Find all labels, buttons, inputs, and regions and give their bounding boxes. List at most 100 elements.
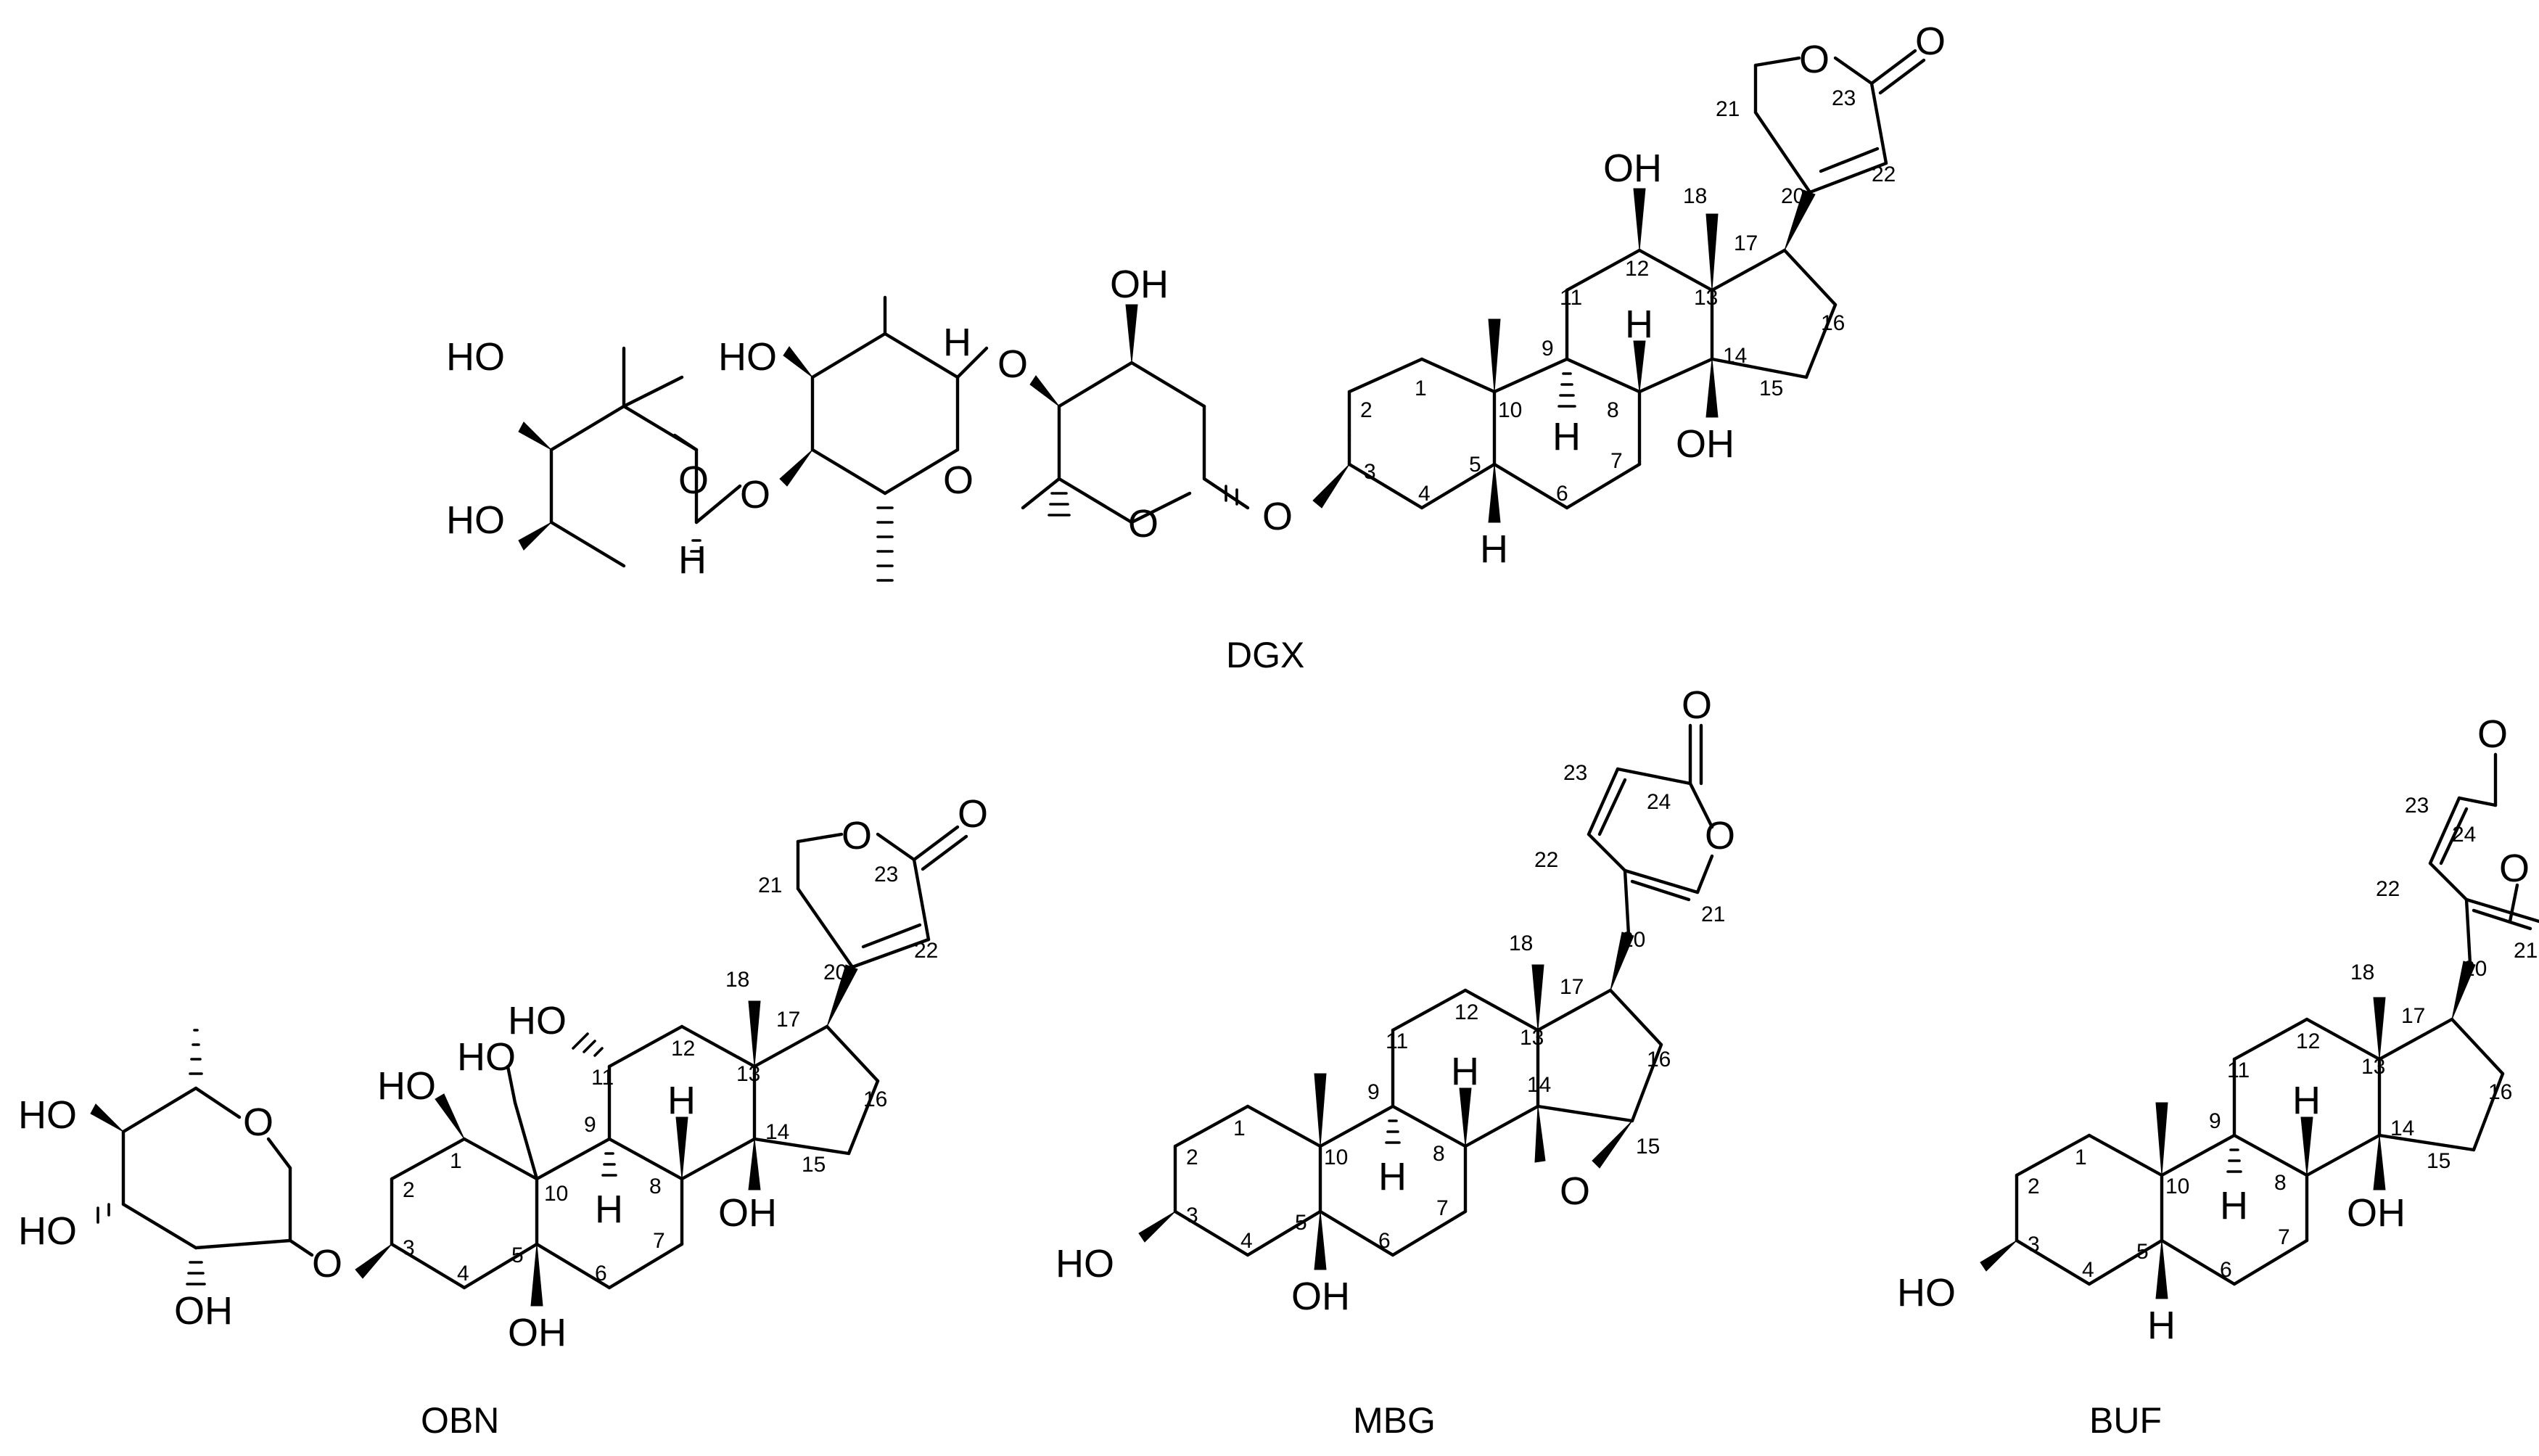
dgx-lactone-o: O [1799,38,1830,81]
obn-19-ho: HO [457,1035,516,1079]
dgx-locant-11: 11 [1560,286,1582,310]
obn-locant-13: 13 [736,1062,760,1086]
obn-locant-5: 5 [511,1243,524,1267]
mbg-atom-labels: O O H H O OH HO [1055,683,1735,1318]
dgx-12-oh: OH [1603,147,1662,190]
obn-locant-15: 15 [802,1153,826,1177]
obn-sugar-ho-2: HO [18,1209,77,1253]
buf-locant-4: 4 [2082,1258,2094,1282]
obn-8-h: H [667,1079,696,1122]
obn-locant-2: 2 [403,1178,415,1202]
buf-5-h: H [2147,1304,2176,1347]
obn-5-oh: OH [508,1311,567,1354]
mbg-locant-20: 20 [1621,928,1645,952]
mbg-3-ho: HO [1055,1242,1114,1286]
obn-locants: 1 2 3 4 5 6 7 8 9 10 11 12 13 14 15 16 1… [403,863,938,1286]
mbg-locant-18: 18 [1509,931,1533,955]
mbg-8-h: H [1451,1050,1479,1093]
obn-locant-4: 4 [457,1262,469,1286]
mbg-9-h: H [1378,1155,1407,1198]
mbg-ring-o: O [1705,814,1735,857]
obn-locant-11: 11 [591,1066,614,1090]
mbg-locant-9: 9 [1367,1080,1380,1104]
dgx-sugar1-oh: OH [1110,263,1169,306]
dgx-locant-10: 10 [1498,398,1522,422]
buf-locant-1: 1 [2075,1146,2087,1169]
dgx-sugar2-ho: HO [718,335,777,379]
mbg-locant-6: 6 [1378,1229,1391,1253]
mbg-locant-2: 2 [1186,1146,1198,1169]
buf-locant-12: 12 [2296,1029,2320,1053]
obn-sugar-ho-1: HO [18,1093,77,1137]
dgx-locant-20: 20 [1781,184,1805,208]
obn-lactone-o: O [841,814,872,857]
mbg-locant-5: 5 [1295,1211,1307,1235]
buf-9-h: H [2220,1184,2248,1227]
buf-locant-15: 15 [2427,1149,2450,1173]
obn-locant-22: 22 [914,939,938,963]
obn-11-ho: HO [508,999,567,1042]
dgx-locant-23: 23 [1832,86,1856,110]
buf-locant-22: 22 [2376,877,2400,901]
mbg-locant-21: 21 [1701,902,1725,926]
caption-buf: BUF [2089,1400,2162,1441]
dgx-locant-5: 5 [1469,453,1481,477]
buf-carbonyl-o: O [2477,712,2508,756]
dgx-8-h: H [1625,303,1653,346]
buf-locant-16: 16 [2488,1080,2512,1104]
obn-locant-12: 12 [671,1037,695,1061]
obn-atom-labels: O O HO HO HO H H OH OH O O HO HO OH [18,792,988,1354]
obn-carbonyl-o: O [958,792,988,836]
buf-locant-17: 17 [2401,1004,2425,1028]
dgx-locant-13: 13 [1694,286,1718,310]
buf-locant-14: 14 [2390,1116,2414,1140]
mbg-locant-10: 10 [1324,1146,1348,1169]
dgx-sugar2-ring-o: O [943,458,974,502]
buf-14-oh: OH [2347,1191,2406,1235]
obn-sugar-ring-o: O [243,1101,273,1144]
buf-8-h: H [2292,1079,2321,1122]
mbg-epoxide-o: O [1560,1169,1590,1213]
mbg-locant-12: 12 [1454,1000,1478,1024]
dgx-5-h: H [1480,527,1508,571]
dgx-locant-9: 9 [1542,337,1554,361]
buf-locant-3: 3 [2028,1233,2040,1256]
buf-locant-10: 10 [2165,1175,2189,1198]
obn-locant-14: 14 [765,1120,789,1144]
buf-locant-21: 21 [2514,939,2538,963]
caption-mbg: MBG [1353,1400,1436,1441]
buf-locant-24: 24 [2452,823,2476,847]
caption-dgx: DGX [1226,635,1304,675]
obn-1-ho: HO [377,1064,436,1108]
mbg-locants: 1 2 3 4 5 6 7 8 9 10 11 12 13 14 15 16 1… [1186,761,1725,1253]
obn-9-h: H [595,1188,623,1231]
dgx-sugar3-ho-bottom: HO [446,498,505,542]
structure-dgx [518,49,1926,582]
obn-locant-20: 20 [823,961,847,984]
buf-locant-18: 18 [2350,961,2374,984]
dgx-9-h: H [1552,415,1581,458]
mbg-locant-11: 11 [1386,1029,1408,1053]
structure-obn [90,825,968,1307]
mbg-locant-8: 8 [1433,1142,1445,1166]
mbg-carbonyl-o: O [1682,683,1712,727]
obn-locant-10: 10 [544,1182,568,1206]
structure-buf [1980,752,2539,1299]
dgx-locant-18: 18 [1683,184,1707,208]
buf-locant-23: 23 [2405,794,2429,818]
mbg-locant-17: 17 [1560,975,1584,999]
structure-mbg [1138,723,1714,1270]
dgx-glyco-o-2: O [997,342,1028,386]
obn-locant-8: 8 [649,1175,662,1198]
buf-locant-9: 9 [2209,1109,2221,1133]
dgx-locant-16: 16 [1821,311,1845,335]
obn-locant-18: 18 [725,968,749,992]
buf-locant-8: 8 [2274,1171,2287,1195]
dgx-sugar2-h: H [943,321,971,364]
buf-locant-7: 7 [2278,1225,2290,1249]
obn-sugar-oh-3: OH [174,1289,233,1333]
obn-locant-21: 21 [758,873,782,897]
mbg-locant-1: 1 [1233,1116,1246,1140]
dgx-locant-7: 7 [1610,449,1623,473]
